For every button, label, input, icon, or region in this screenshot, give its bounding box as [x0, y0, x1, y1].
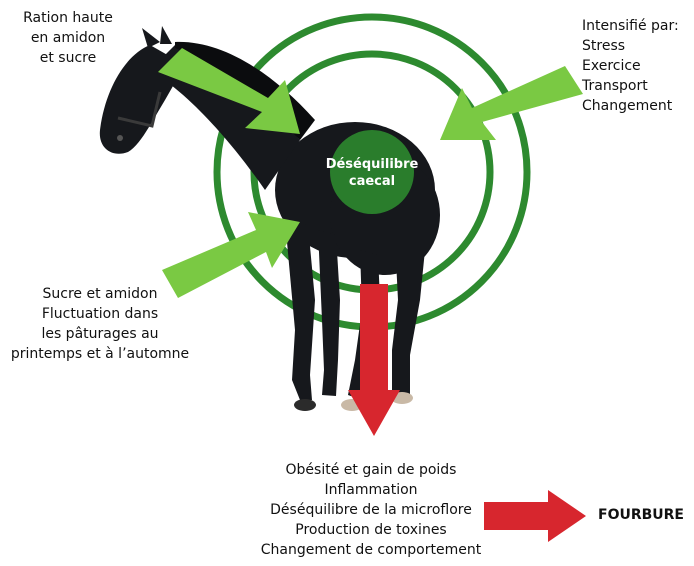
- intensifier-line: Intensifié par:: [582, 18, 679, 34]
- intensifiers-label: Intensifié par: Stress Exercice Transpor…: [582, 16, 692, 116]
- consequence-item: Changement de comportement: [260, 542, 482, 558]
- arrow-right-red: [484, 490, 586, 542]
- center-label: Déséquilibre caecal: [322, 156, 422, 190]
- result-label: FOURBURE: [598, 507, 684, 523]
- arrow-top-right: [440, 66, 583, 140]
- center-disc: [330, 130, 414, 214]
- cause-diet-line: en amidon: [30, 30, 106, 46]
- cause-pasture-line: Fluctuation dans: [41, 306, 159, 322]
- intensifier-line: Transport: [582, 78, 648, 94]
- consequence-item: Déséquilibre de la microflore: [270, 502, 472, 518]
- intensifier-line: Exercice: [582, 58, 641, 74]
- cause-diet-line: et sucre: [39, 50, 97, 66]
- center-label-line: caecal: [348, 174, 396, 189]
- arrow-down-red: [348, 284, 400, 436]
- cause-pasture-label: Sucre et amidon Fluctuation dans les pât…: [0, 284, 200, 364]
- consequence-item: Inflammation: [324, 482, 418, 498]
- arrow-middle-left: [162, 212, 300, 298]
- cause-pasture-line: printemps et à l’automne: [10, 346, 190, 362]
- consequence-item: Obésité et gain de poids: [285, 462, 457, 478]
- cause-pasture-line: les pâturages au: [41, 326, 159, 342]
- consequence-item: Production de toxines: [295, 522, 447, 538]
- cause-pasture-line: Sucre et amidon: [42, 286, 158, 302]
- cause-diet-label: Ration haute en amidon et sucre: [8, 8, 128, 68]
- consequences-list: Obésité et gain de poids Inflammation Dé…: [236, 460, 506, 560]
- intensifier-line: Stress: [582, 38, 626, 54]
- intensifier-line: Changement: [582, 98, 673, 114]
- center-label-line: Déséquilibre: [325, 157, 419, 172]
- arrow-top-left: [158, 48, 300, 134]
- cause-diet-line: Ration haute: [23, 10, 113, 26]
